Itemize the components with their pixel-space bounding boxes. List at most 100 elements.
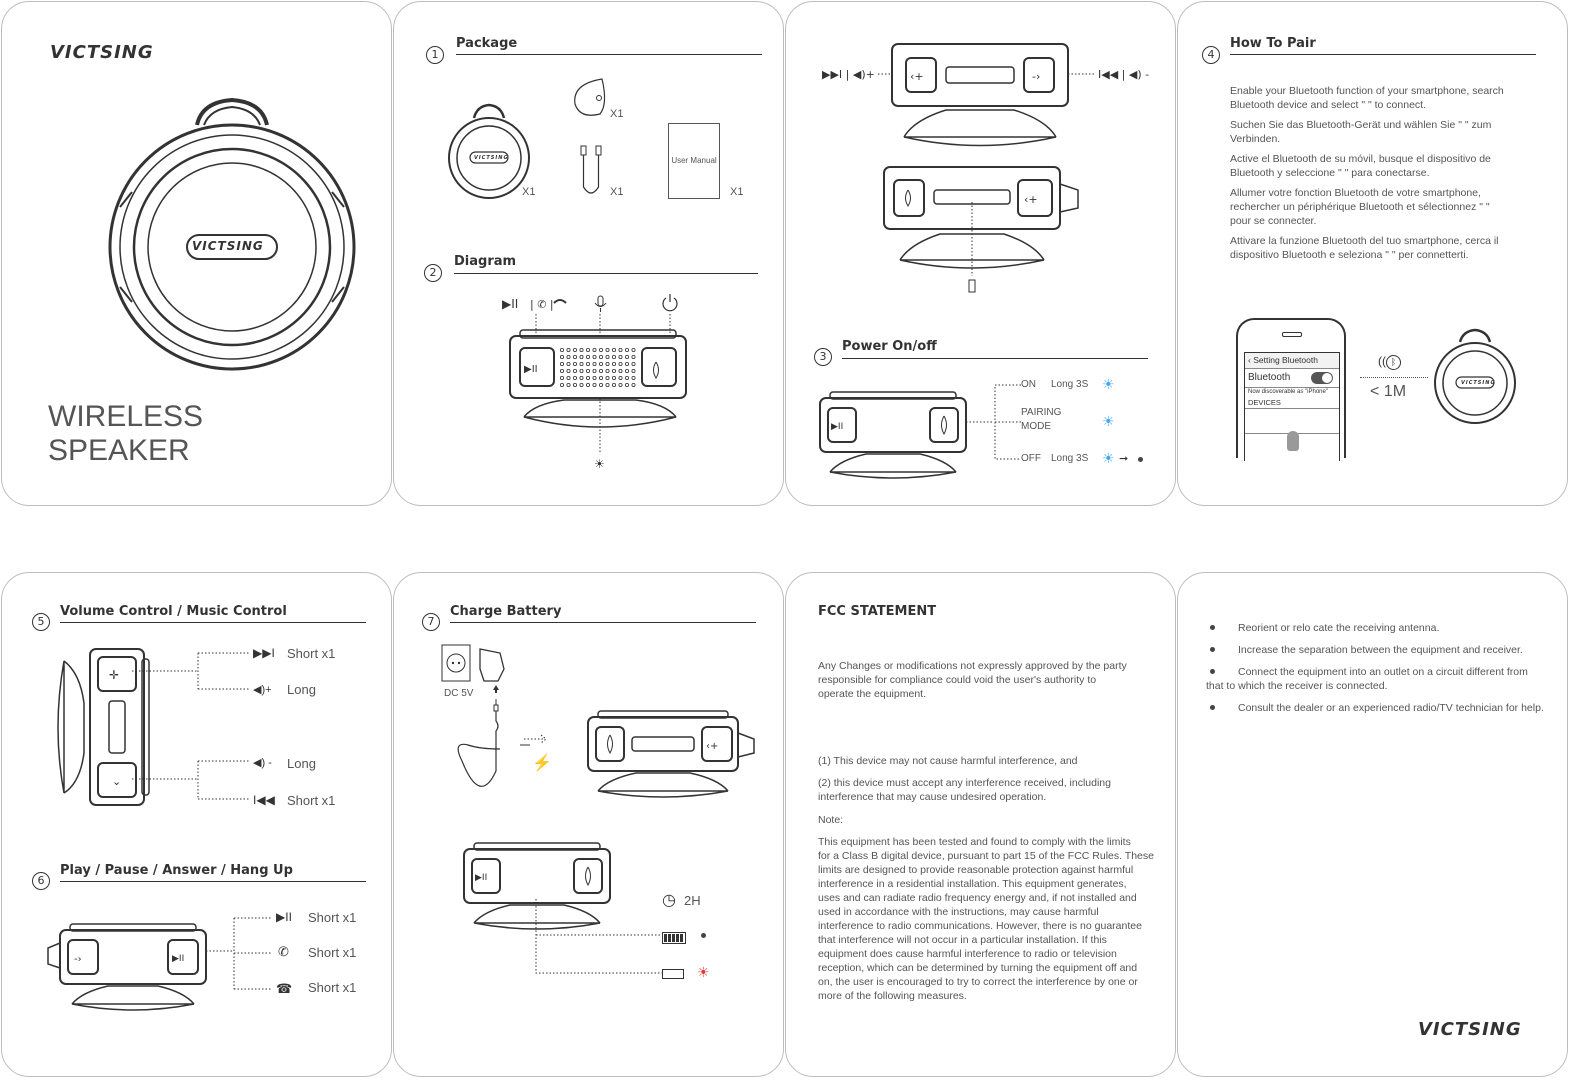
grille-dot [618, 369, 623, 374]
led-blue-icon: ☀ [1102, 376, 1115, 392]
qty-suction-cup: X1 [610, 108, 624, 120]
grille-dot [586, 369, 591, 374]
phone-speaker-slot [1282, 332, 1302, 337]
phone-bt-label: Bluetooth [1248, 372, 1291, 383]
fcc-paragraph-1: Any Changes or modifications not express… [818, 659, 1168, 701]
toggle-knob [1322, 373, 1332, 383]
answer-short-label: Short x1 [308, 945, 357, 960]
pair-line: Bluetooth y seleccione " " para conectar… [1230, 167, 1430, 179]
clock-icon: ◷ [662, 892, 676, 909]
speaker-badge: VICTSING [192, 239, 264, 253]
measure-line: Reorient or relo cate the receiving ante… [1238, 622, 1440, 634]
fcc-line: that interference will not occur in a pa… [818, 934, 1107, 946]
grille-dot [631, 369, 636, 374]
hangup-short-label: Short x1 [308, 980, 357, 995]
cover-panel: VICTSING VICTSING WIRELESS SPEAKER [1, 1, 392, 506]
grille-dot [560, 348, 565, 353]
speaker-play-diagram: -› ▶II [47, 923, 207, 1011]
qty-speaker: X1 [522, 186, 536, 198]
grille-dot [631, 362, 636, 367]
play-short-label: Short x1 [308, 910, 357, 925]
grille-dot [631, 376, 636, 381]
grille-dot [579, 376, 584, 381]
fcc-paragraph-4: This equipment has been tested and found… [818, 835, 1175, 1003]
fcc-line: reception, which can be determined by tu… [818, 962, 1138, 974]
grille-dot [624, 383, 629, 388]
svg-text:▶▶I | ◀)+: ▶▶I | ◀)+ [822, 68, 875, 81]
pair-line: Active el Bluetooth de su móvil, busque … [1230, 153, 1491, 165]
fcc-line: interference in a residential installati… [818, 878, 1127, 890]
grille-dot [573, 376, 578, 381]
lightning-icon: ⚡ [532, 755, 552, 772]
volume-up-icon: ◀)+ [253, 684, 272, 696]
grille-dot [618, 348, 623, 353]
measure-line: Connect the equipment into an outlet on … [1238, 666, 1528, 678]
grille-dot [566, 369, 571, 374]
section-title: Package [456, 36, 518, 51]
fcc-line: operate the equipment. [818, 688, 926, 700]
measure-item: Consult the dealer or an experienced rad… [1210, 701, 1562, 715]
measures-panel: Reorient or relo cate the receiving ante… [1177, 572, 1568, 1077]
grille-dot [624, 355, 629, 360]
grille-dot [566, 362, 571, 367]
grille-dot [560, 376, 565, 381]
finger-tap-icon [1287, 431, 1299, 451]
section-title: Power On/off [842, 339, 937, 354]
grille-dot [592, 355, 597, 360]
speaker-pair-icon [1434, 328, 1516, 424]
section-underline [842, 358, 1148, 359]
svg-text:| ✆ |: | ✆ | [530, 298, 554, 311]
section-number: 2 [424, 264, 442, 282]
svg-text:▶II: ▶II [475, 873, 487, 883]
power-on-label: ON [1021, 379, 1036, 390]
fcc-line: interference to radio communications. Ho… [818, 920, 1142, 932]
fcc-paragraph-2: (1) This device may not cause harmful in… [818, 755, 1078, 767]
battery-full-icon [662, 932, 686, 944]
fcc-paragraph-3: (2) this device must accept any interfer… [818, 776, 1168, 804]
grille-dot [599, 362, 604, 367]
grille-dot [605, 383, 610, 388]
qty-cable: X1 [610, 186, 624, 198]
pairing-label-2: MODE [1021, 421, 1051, 432]
grille-dot [618, 376, 623, 381]
fcc-line: (2) this device must accept any interfer… [818, 777, 1111, 789]
measure-item: Reorient or relo cate the receiving ante… [1210, 621, 1562, 635]
svg-text:▶II: ▶II [524, 364, 538, 375]
power-off-time: Long 3S [1051, 453, 1089, 464]
phone-back-row: ‹ Setting Bluetooth [1245, 353, 1339, 369]
grille-dot [586, 355, 591, 360]
grille-dot [605, 348, 610, 353]
svg-text:▶II: ▶II [502, 297, 518, 311]
measure-line: Increase the separation between the equi… [1238, 644, 1523, 656]
speaker-small-icon [448, 103, 530, 199]
wall-charger-icon [441, 644, 530, 787]
pair-line: pour se connecter. [1230, 215, 1317, 227]
usb-cable-icon [580, 145, 602, 194]
svg-text:-›: -› [1032, 70, 1040, 83]
svg-text:✛: ✛ [109, 668, 119, 682]
fcc-line: uses and can radiate radio frequency ene… [818, 892, 1137, 904]
pair-line: rechercher un périphérique Bluetooth et … [1230, 201, 1490, 213]
pair-panel: 4 How To Pair Enable your Bluetooth func… [1177, 1, 1568, 506]
fcc-note: Note: [818, 814, 844, 826]
led-red-icon: ☀ [697, 964, 710, 980]
pair-dotted-line [1360, 377, 1428, 378]
fcc-line: Any Changes or modifications not express… [818, 660, 1127, 672]
pair-paragraph-en: Enable your Bluetooth function of your s… [1230, 84, 1560, 112]
pair-paragraph-fr: Allumer votre fonction Bluetooth de votr… [1230, 186, 1560, 228]
grille-dot [560, 369, 565, 374]
grille-dot [624, 348, 629, 353]
svg-text:⌄: ⌄ [112, 775, 121, 788]
section-title: Charge Battery [450, 604, 562, 619]
phone-devices-header: DEVICES [1245, 397, 1339, 409]
back-chevron-icon: ‹ [1248, 355, 1254, 365]
volume-long-label: Long [287, 756, 316, 771]
speaker-illustration [108, 97, 356, 371]
grille-dot [624, 369, 629, 374]
bluetooth-toggle[interactable] [1311, 372, 1333, 384]
pairing-label-1: PAIRING [1021, 407, 1062, 418]
phone-bt-row[interactable]: Bluetooth [1245, 369, 1339, 387]
grille-dot [599, 369, 604, 374]
hang-up-icon: ☎ [276, 981, 293, 996]
speaker-vertical-diagram: ✛ ⌄ [57, 648, 150, 806]
